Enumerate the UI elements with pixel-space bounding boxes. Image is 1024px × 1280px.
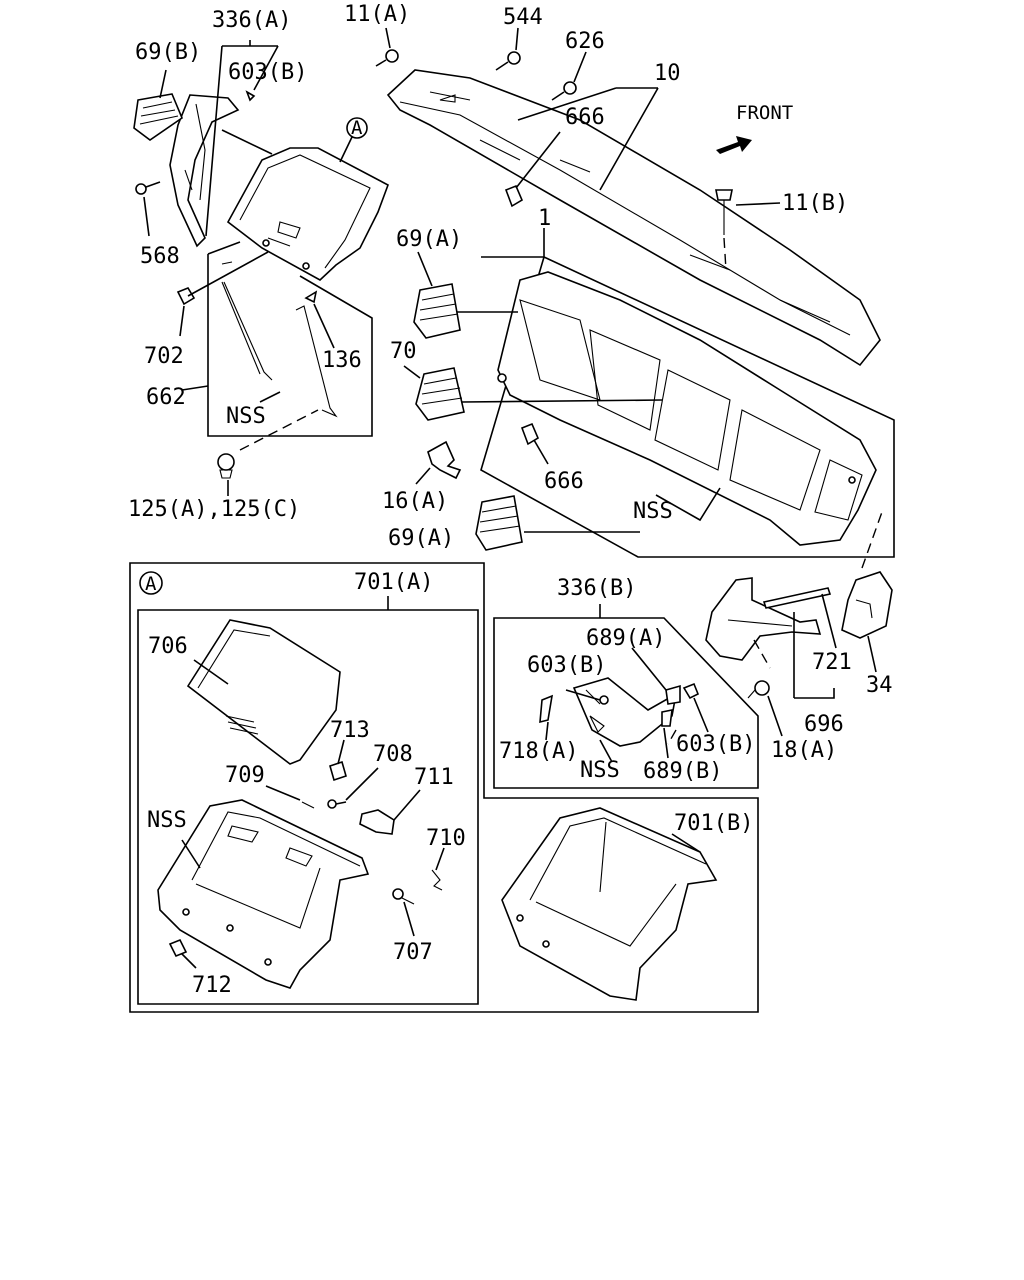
label-10: 10 [654,61,681,86]
label-34: 34 [866,673,893,698]
label-nss-mid: NSS [633,499,673,524]
label-11a: 11(A) [344,2,410,27]
clip-666-mid [520,422,540,446]
strip-721 [762,587,832,609]
label-16a: 16(A) [382,489,448,514]
screw-626 [551,81,577,101]
screw-709 [301,801,315,809]
label-712: 712 [192,973,232,998]
lid-706 [186,619,341,765]
label-666-mid: 666 [544,469,584,494]
panel-662 [221,261,338,418]
screw-603b-top [245,90,256,102]
label-1: 1 [538,206,551,231]
screw-544 [495,51,521,71]
label-709: 709 [225,763,265,788]
upper-panel-10 [386,69,881,367]
box-a-circle [139,571,163,595]
bracket-696 [705,577,822,661]
panel-1-frame [480,228,895,558]
label-69a-top: 69(A) [396,227,462,252]
box-a [129,562,759,1013]
label-603b-top: 603(B) [228,60,307,85]
label-689a: 689(A) [586,626,665,651]
label-701a: 701(A) [354,570,433,595]
box-701a [137,609,479,1005]
label-136: 136 [322,348,362,373]
label-701b: 701(B) [674,811,753,836]
label-568: 568 [140,244,180,269]
label-713: 713 [330,718,370,743]
label-710: 710 [426,826,466,851]
glove-box-housing [226,147,389,281]
spring-710 [431,869,443,891]
label-718a: 718(A) [499,739,578,764]
label-702: 702 [144,344,184,369]
screw-11a [375,49,399,67]
label-11b: 11(B) [782,191,848,216]
callout-circle-a [346,117,368,139]
clip-713 [329,760,347,782]
label-box-a: A [145,573,157,595]
label-front: FRONT [736,102,793,124]
label-707: 707 [393,940,433,965]
bolt-18a [747,680,770,699]
vent-69b [133,93,183,141]
label-696: 696 [804,712,844,737]
label-603b-mid: 603(B) [527,653,606,678]
box-336b [493,617,759,789]
clip-666-top [504,184,524,208]
label-18a: 18(A) [771,738,837,763]
label-336b: 336(B) [557,576,636,601]
front-arrow [716,136,752,154]
vent-69a-bottom [475,495,523,551]
glove-box-701b [501,807,718,1001]
label-125: 125(A),125(C) [128,497,300,522]
side-cover-336a [169,94,240,248]
label-nss-box: NSS [147,808,187,833]
bracket-16a [427,440,462,480]
cover-336b [572,677,678,747]
label-721: 721 [812,650,852,675]
glove-box-nss [157,799,370,989]
label-666-top: 666 [565,105,605,130]
clip-712 [168,938,188,958]
label-circle-a: A [351,117,363,139]
label-706: 706 [148,634,188,659]
label-689b: 689(B) [643,759,722,784]
label-nss-336b: NSS [580,758,620,783]
cover-34 [841,571,893,639]
screw-708 [327,799,347,809]
bolt-11b [715,189,733,271]
label-603b-right: 603(B) [676,732,755,757]
label-662: 662 [146,385,186,410]
latch-711 [359,809,395,835]
part-689a [661,684,681,727]
clip-125 [217,453,235,479]
nut-702 [176,287,196,306]
part-718a [539,694,554,724]
label-544: 544 [503,5,543,30]
label-69a-bottom: 69(A) [388,526,454,551]
clip-136 [304,290,318,304]
screw-603b-right [682,682,700,700]
vent-70 [415,367,465,421]
label-711: 711 [414,765,454,790]
screw-603b-mid [599,695,609,705]
pin-707 [392,888,415,905]
label-70: 70 [390,339,417,364]
label-336a: 336(A) [212,8,291,33]
vent-69a-top [413,283,461,339]
label-708: 708 [373,742,413,767]
label-626: 626 [565,29,605,54]
screw-568 [135,181,161,195]
label-nss-left: NSS [226,404,266,429]
label-69b: 69(B) [135,40,201,65]
